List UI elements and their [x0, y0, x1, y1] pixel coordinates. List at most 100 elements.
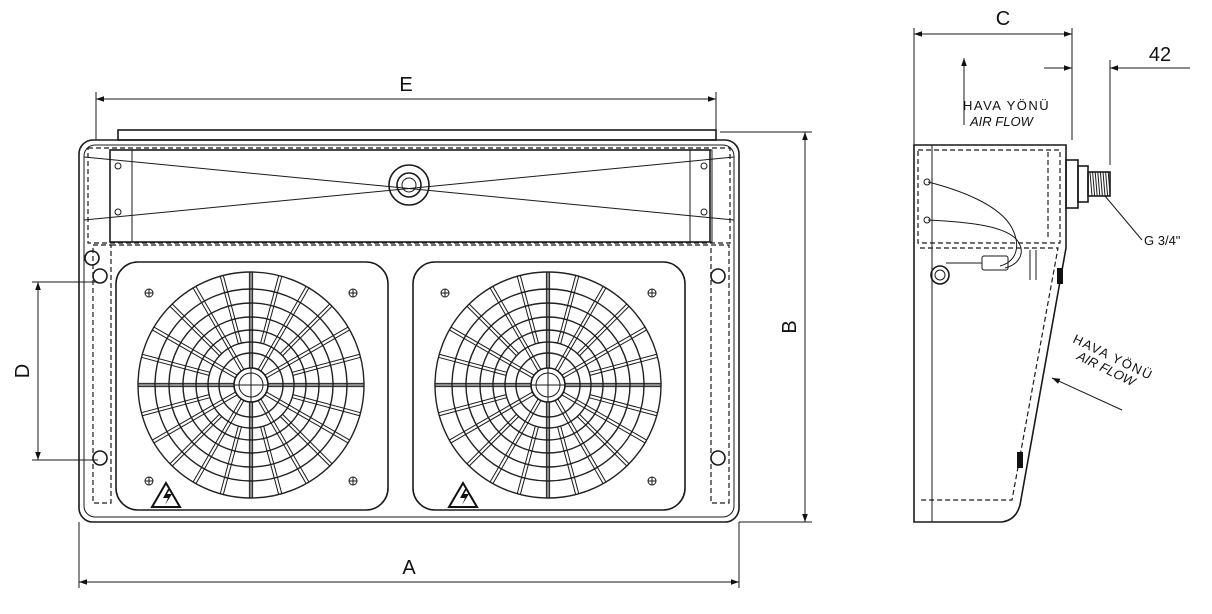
- housing-outline: [78, 139, 740, 523]
- grille-spoke: [489, 398, 539, 483]
- mounting-hole-icon: [92, 450, 108, 466]
- grille-spoke: [519, 275, 539, 344]
- grille-spoke: [468, 303, 520, 354]
- dimension-label-b: B: [779, 320, 801, 333]
- grille-spoke: [450, 326, 535, 376]
- high-voltage-warning-icon: [447, 481, 479, 508]
- thread-lines: [1089, 171, 1111, 197]
- grille-spoke: [492, 286, 542, 370]
- grille-spoke: [516, 425, 536, 494]
- grille-spoke: [489, 287, 539, 372]
- grille-spoke: [576, 416, 628, 467]
- grille-spoke: [589, 394, 658, 414]
- top-rail: [117, 129, 717, 141]
- grille-spoke: [169, 413, 220, 465]
- mounting-hole-icon: [710, 268, 726, 284]
- grille-spoke: [264, 326, 349, 376]
- center-connector-icon: [388, 164, 430, 206]
- grille-spoke: [282, 413, 333, 465]
- fitting-body: [1065, 159, 1079, 209]
- thread-line: [1094, 171, 1098, 197]
- grille-spoke: [142, 353, 211, 373]
- grille-spoke: [263, 425, 283, 494]
- grille-spoke: [492, 400, 542, 484]
- bolt-icon: [700, 162, 708, 170]
- grille-spoke: [141, 394, 210, 414]
- grille-spoke: [219, 425, 239, 494]
- thread-line: [1097, 171, 1101, 197]
- grille-spoke: [561, 326, 646, 376]
- mounting-lug: [1017, 452, 1023, 468]
- connector-plug-icon: [981, 255, 1009, 271]
- grille-spoke: [192, 287, 242, 372]
- housing-inner: [83, 144, 735, 518]
- grille-spoke: [260, 275, 280, 344]
- air-direction-tr-top: HAVA YÖNÜ: [963, 98, 1050, 113]
- thread-line: [1089, 171, 1093, 197]
- dimension-label-e: E: [399, 74, 412, 96]
- grille-spoke: [588, 353, 657, 373]
- mounting-hole-icon: [710, 450, 726, 466]
- thread-line: [1105, 171, 1109, 197]
- grille-spoke: [576, 303, 628, 354]
- wire: [927, 219, 1022, 269]
- grille-spoke: [260, 398, 310, 483]
- grille-spoke: [557, 287, 607, 372]
- grille-spoke: [152, 329, 236, 379]
- dimension-label-42: 42: [1149, 44, 1171, 66]
- grille-spoke: [171, 416, 223, 467]
- grille-spoke: [260, 426, 280, 495]
- grille-spoke: [563, 329, 647, 379]
- grille-spoke: [292, 394, 361, 414]
- grille-spoke: [266, 329, 350, 379]
- upper-box-inner: [109, 149, 711, 243]
- diagonal-line: [83, 156, 735, 221]
- grille-spoke: [449, 391, 533, 441]
- wire: [927, 181, 1018, 267]
- fitting-nut: [1077, 165, 1089, 203]
- left-bracket: [109, 149, 133, 243]
- grille-spoke: [279, 416, 331, 467]
- grille-spoke: [449, 329, 533, 379]
- grille-spoke: [260, 287, 310, 372]
- grille-spoke: [282, 305, 333, 357]
- grille-spoke: [152, 391, 236, 441]
- grille-spoke: [438, 394, 507, 414]
- grille-spoke: [264, 394, 349, 444]
- thread-line: [1107, 171, 1111, 197]
- grille-spoke: [450, 394, 535, 444]
- grille-spoke: [554, 286, 604, 370]
- grille-spoke: [557, 426, 577, 495]
- upper-box: [87, 147, 731, 244]
- mounting-lug: [1057, 268, 1063, 284]
- dimension-label-d: D: [12, 364, 34, 378]
- high-voltage-warning-icon: [150, 481, 182, 508]
- grille-spoke: [219, 276, 239, 345]
- grille-spoke: [153, 394, 238, 444]
- thread-label: G 3/4": [1144, 233, 1181, 248]
- left-side-channel: [92, 244, 112, 504]
- fitting-thread-icon: [1087, 171, 1111, 197]
- bolt-icon: [700, 208, 708, 216]
- grille-spoke: [195, 400, 245, 484]
- right-fan-grille-icon: [434, 271, 662, 499]
- grille-spoke: [466, 413, 517, 465]
- side-view: C 42 HAVA YÖNÜ AIR FLOW G 3/: [913, 8, 1190, 523]
- grille-spoke: [266, 391, 350, 441]
- center-connector-core: [401, 177, 417, 193]
- grille-spoke: [557, 275, 577, 344]
- front-view: E A B D: [12, 74, 812, 588]
- grille-spoke: [468, 416, 520, 467]
- grille-spoke: [291, 353, 360, 373]
- thread-leader: [1104, 195, 1143, 241]
- grille-spoke: [257, 400, 307, 484]
- air-direction-en-top: AIR FLOW: [969, 114, 1035, 129]
- grille-spoke: [438, 356, 507, 376]
- grille-spoke: [557, 398, 607, 483]
- grille-spoke: [579, 305, 630, 357]
- grille-spoke: [589, 356, 658, 376]
- mounting-screw-icon: [84, 250, 100, 266]
- grille-spoke: [439, 353, 508, 373]
- grille-spoke: [516, 276, 536, 345]
- right-side-channel: [710, 244, 730, 504]
